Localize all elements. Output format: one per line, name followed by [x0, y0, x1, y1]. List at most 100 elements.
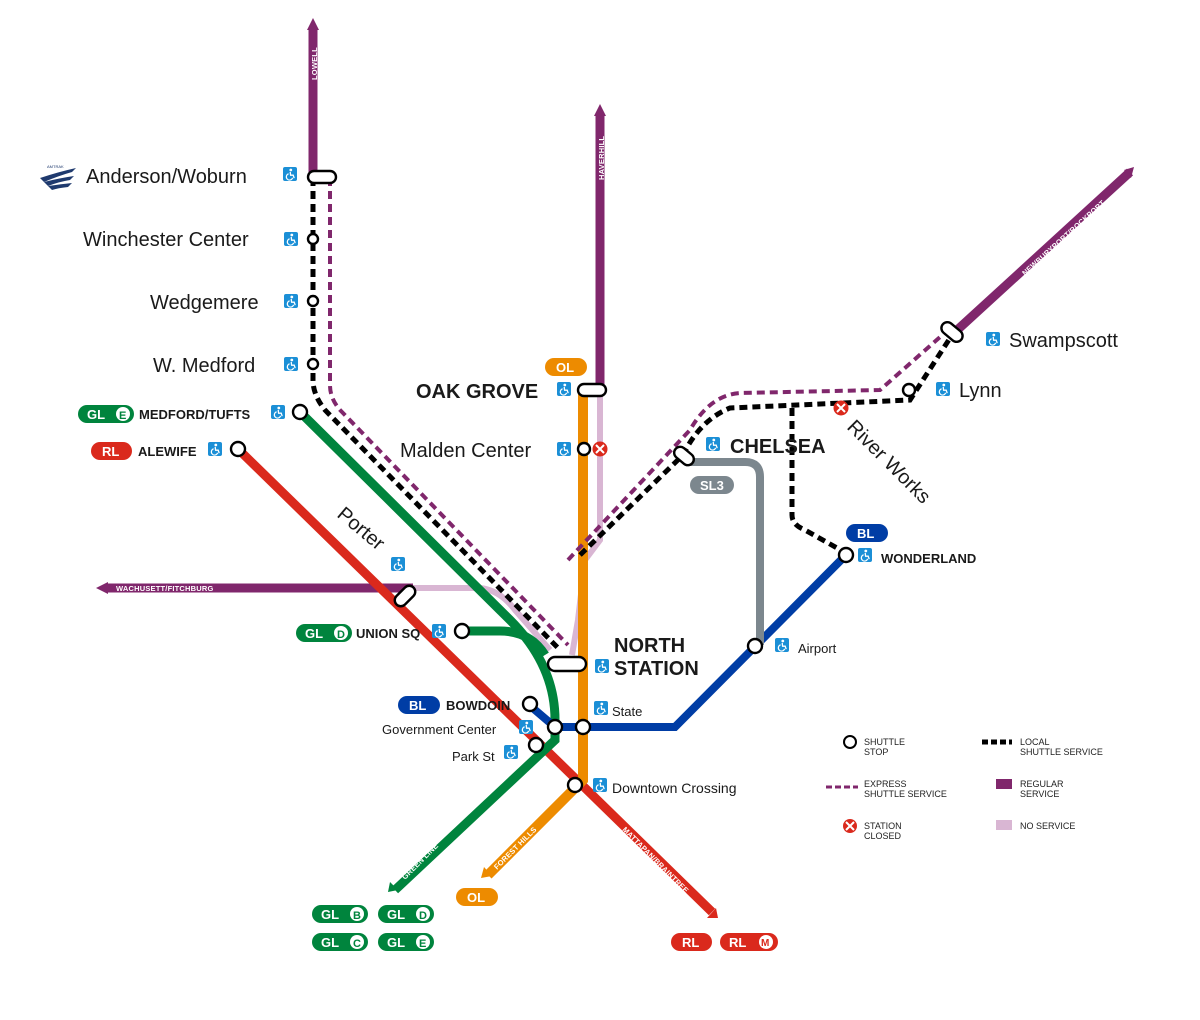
- branch-label-lowell: LOWELL: [310, 47, 319, 80]
- wheelchair-icon: [283, 231, 299, 247]
- wheelchair-icon: [283, 356, 299, 372]
- svg-text:CLOSED: CLOSED: [864, 831, 902, 841]
- svg-text:GL: GL: [387, 907, 405, 922]
- medford-tufts-pill: GL E: [78, 405, 134, 423]
- station-chelsea[interactable]: CHELSEA: [730, 436, 826, 458]
- newburyport-arrow: [1124, 167, 1134, 178]
- svg-text:RL: RL: [682, 935, 699, 950]
- station-closed-icon: [592, 400, 849, 457]
- station-medford-tufts[interactable]: MEDFORD/TUFTS: [139, 407, 251, 422]
- svg-text:GL: GL: [305, 626, 323, 641]
- branch-label-forest-hills: FOREST HILLS: [492, 825, 538, 871]
- svg-text:SHUTTLE SERVICE: SHUTTLE SERVICE: [864, 789, 947, 799]
- svg-text:E: E: [419, 938, 426, 950]
- haverhill-arrow: [594, 104, 606, 116]
- station-airport[interactable]: Airport: [798, 641, 837, 656]
- express-shuttle-lowell: [328, 178, 570, 647]
- newburyport-line: [951, 168, 1134, 336]
- wheelchair-icon: [282, 166, 298, 182]
- local-shuttle-wonderland: [789, 408, 848, 556]
- wonderland-bl-pill: BL: [846, 524, 888, 542]
- station-park-st[interactable]: Park St: [452, 749, 495, 764]
- station-alewife[interactable]: ALEWIFE: [138, 444, 197, 459]
- svg-text:C: C: [353, 938, 361, 950]
- sl3-pill: SL3: [690, 476, 734, 494]
- alewife-pill: RL: [91, 442, 132, 460]
- svg-text:RL: RL: [729, 935, 746, 950]
- gl-e-pill: GL E: [378, 933, 434, 951]
- orange-arrow: [481, 867, 492, 878]
- silver-line: [690, 458, 764, 645]
- station-north-station-line2[interactable]: STATION: [614, 658, 699, 680]
- station-state[interactable]: State: [612, 704, 642, 719]
- svg-text:NO SERVICE: NO SERVICE: [1020, 821, 1075, 831]
- green-line-union: [462, 626, 549, 658]
- gl-c-pill: GL C: [312, 933, 368, 951]
- wheelchair-icon: [207, 441, 223, 457]
- svg-text:SERVICE: SERVICE: [1020, 789, 1059, 799]
- svg-text:REGULAR: REGULAR: [1020, 779, 1064, 789]
- wheelchair-icon: [705, 436, 721, 452]
- wheelchair-icon: [774, 637, 790, 653]
- branch-label-mattapan: MATTAPAN/BRAINTREE: [621, 825, 691, 895]
- legend: SHUTTLE STOP LOCAL SHUTTLE SERVICE EXPRE…: [826, 735, 1103, 841]
- wheelchair-icon: [592, 777, 608, 793]
- orange-line: [484, 390, 588, 879]
- station-malden[interactable]: Malden Center: [400, 440, 532, 462]
- svg-text:GL: GL: [387, 935, 405, 950]
- station-government-center[interactable]: Government Center: [382, 722, 497, 737]
- station-bowdoin[interactable]: BOWDOIN: [446, 698, 510, 713]
- red-line: [234, 445, 716, 916]
- svg-text:OL: OL: [556, 360, 574, 375]
- svg-text:D: D: [419, 910, 427, 922]
- station-w-medford[interactable]: W. Medford: [153, 355, 255, 377]
- amtrak-logo: AMTRAK: [40, 164, 76, 190]
- svg-text:E: E: [119, 410, 126, 422]
- wheelchair-icon: [857, 547, 873, 563]
- svg-text:STATION: STATION: [864, 821, 902, 831]
- svg-text:GL: GL: [321, 907, 339, 922]
- svg-text:SHUTTLE: SHUTTLE: [864, 737, 905, 747]
- station-north-station-line1[interactable]: NORTH: [614, 635, 685, 657]
- branch-label-newburyport: NEWBURYPORT/ROCKPORT: [1020, 198, 1107, 277]
- bowdoin-bl-pill: BL: [398, 696, 440, 714]
- svg-text:BL: BL: [857, 526, 874, 541]
- station-anderson[interactable]: Anderson/Woburn: [86, 166, 247, 188]
- svg-text:RL: RL: [102, 444, 119, 459]
- station-wedgemere[interactable]: Wedgemere: [150, 292, 259, 314]
- svg-text:SHUTTLE SERVICE: SHUTTLE SERVICE: [1020, 747, 1103, 757]
- station-river-works[interactable]: River Works: [842, 416, 934, 508]
- svg-text:GL: GL: [321, 935, 339, 950]
- station-lynn[interactable]: Lynn: [959, 380, 1002, 402]
- shuttle-stop-icon[interactable]: [229, 169, 965, 794]
- wheelchair-icon: [556, 381, 572, 397]
- svg-text:EXPRESS: EXPRESS: [864, 779, 907, 789]
- wheelchair-icon: [283, 293, 299, 309]
- svg-text:GL: GL: [87, 407, 105, 422]
- shuttle-stop-icon: [843, 735, 857, 749]
- wheelchair-icon: [270, 404, 286, 420]
- station-downtown-crossing[interactable]: Downtown Crossing: [612, 780, 737, 796]
- svg-text:AMTRAK: AMTRAK: [47, 164, 64, 169]
- wheelchair-icon: [594, 658, 610, 674]
- gl-d-pill: GL D: [378, 905, 434, 923]
- wheelchair-icon: [518, 719, 534, 735]
- fitchburg-arrow: [96, 582, 108, 594]
- wheelchair-icon: [556, 441, 572, 457]
- station-oak-grove[interactable]: OAK GROVE: [416, 381, 538, 403]
- svg-text:SL3: SL3: [700, 478, 724, 493]
- station-winchester[interactable]: Winchester Center: [83, 229, 249, 251]
- svg-text:M: M: [761, 938, 769, 949]
- wheelchair-icon: [935, 381, 951, 397]
- union-sq-pill: GL D: [296, 624, 352, 642]
- oak-grove-ol-pill: OL: [545, 358, 587, 376]
- wheelchair-icon: [985, 331, 1001, 347]
- wheelchair-icon: [503, 744, 519, 760]
- station-union-sq[interactable]: UNION SQ: [356, 626, 420, 641]
- station-swampscott[interactable]: Swampscott: [1009, 330, 1118, 352]
- wheelchair-icon: [593, 700, 609, 716]
- station-wonderland[interactable]: WONDERLAND: [881, 551, 976, 566]
- lowell-arrow: [307, 18, 319, 30]
